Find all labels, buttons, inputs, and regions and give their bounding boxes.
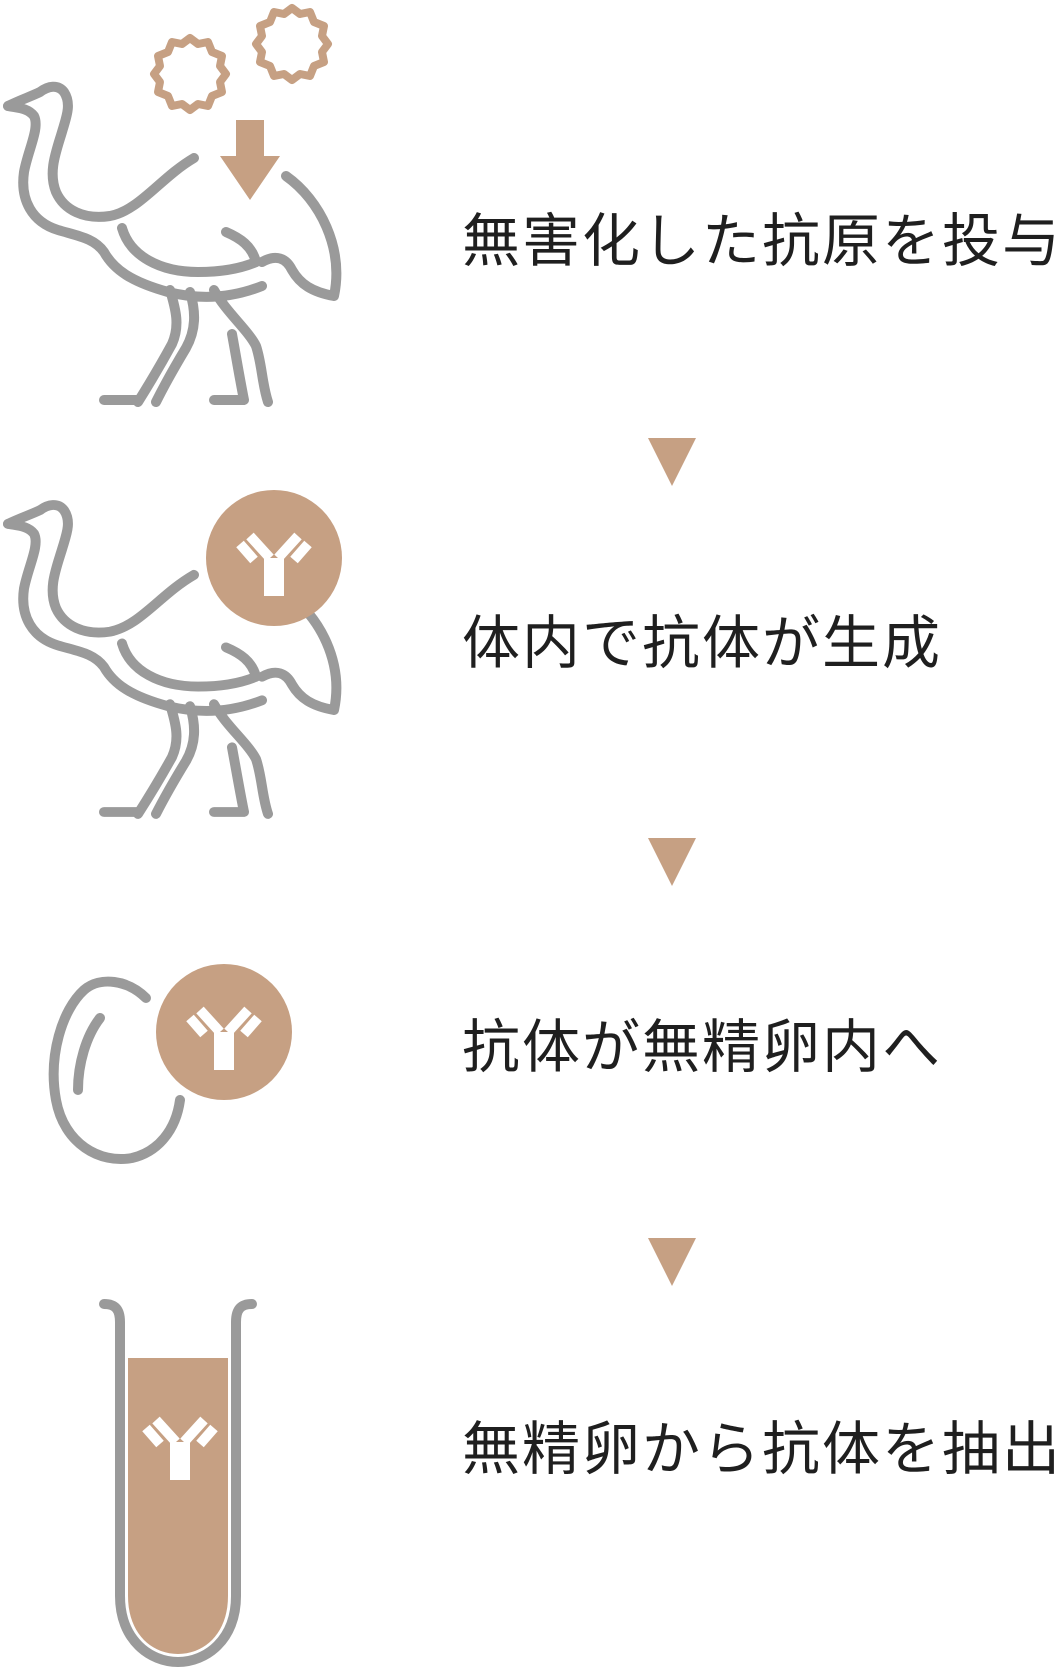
step-4: 無精卵から抗体を抽出: [0, 1296, 1058, 1671]
antigen-icon: [150, 34, 230, 114]
step-1-label: 無害化した抗原を投与: [462, 207, 1058, 275]
antigen-icon: [252, 4, 332, 84]
step-3-label: 抗体が無精卵内へ: [462, 1013, 943, 1081]
down-arrow-icon: [220, 120, 280, 200]
ostrich-antibody-icon: [0, 490, 342, 840]
egg-antibody-icon: [48, 964, 292, 1164]
step-4-label: 無精卵から抗体を抽出: [462, 1415, 1058, 1483]
down-triangle-icon: [648, 838, 696, 886]
down-triangle-icon: [648, 438, 696, 486]
step-1: 無害化した抗原を投与: [0, 0, 1058, 410]
step-3: 抗体が無精卵内へ: [0, 960, 1058, 1180]
step-2: 体内で抗体が生成: [0, 480, 1058, 840]
ostrich-antigen-icon: [0, 4, 400, 410]
down-triangle-icon: [648, 1238, 696, 1286]
test-tube-antibody-icon: [99, 1299, 257, 1668]
step-2-label: 体内で抗体が生成: [462, 609, 943, 677]
